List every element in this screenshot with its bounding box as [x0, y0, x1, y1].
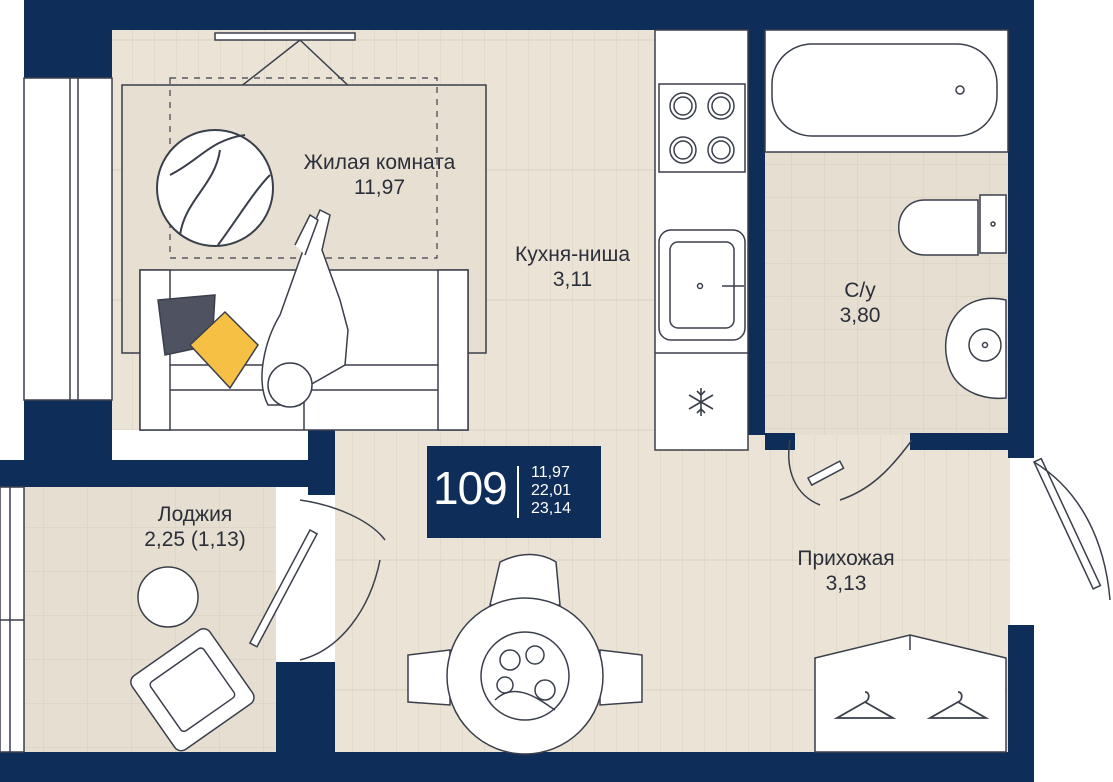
stove: [658, 83, 746, 173]
badge-areas: 11,97 22,01 23,14: [531, 464, 571, 518]
badge-total-area: 23,14: [531, 500, 572, 517]
badge-living-area: 11,97: [531, 464, 570, 481]
loggia-door: [248, 528, 319, 648]
kitchen-area: 3,11: [552, 268, 593, 291]
apartment-number: 109: [433, 462, 508, 514]
doors: [248, 439, 1111, 661]
hallway-label: Прихожая 3,13: [770, 546, 922, 596]
chair-top: [489, 553, 561, 606]
living-room-label: Жилая комната 11,97: [272, 150, 487, 200]
toilet-tank: [979, 194, 1007, 254]
kitchen-label: Кухня-ниша 3,11: [490, 242, 655, 292]
sofa: [139, 208, 469, 431]
living-window: [23, 77, 113, 401]
loggia-area: 2,25 (1,13): [144, 528, 246, 551]
apartment-badge: 109 11,97 22,01 23,14: [427, 446, 601, 538]
hallway-name: Прихожая: [797, 547, 895, 570]
loggia-table: [137, 566, 199, 628]
armchair: [130, 627, 255, 752]
hallway-area: 3,13: [825, 572, 867, 595]
walls: [0, 0, 1034, 782]
bathroom-name: С/у: [844, 279, 876, 302]
bathtub: [771, 43, 998, 137]
living-room-name: Жилая комната: [303, 151, 456, 174]
fruit-plate: [480, 631, 570, 721]
loggia-furniture: [130, 566, 255, 752]
wardrobe: [814, 634, 1007, 753]
pillow-yellow: [188, 310, 259, 390]
kitchen-name: Кухня-ниша: [514, 243, 631, 266]
loggia-label: Лоджия 2,25 (1,13): [120, 502, 270, 552]
toilet: [898, 199, 979, 256]
kitchen-counter: [654, 29, 749, 451]
hanger-icon: [833, 691, 897, 719]
entrance-door: [1033, 457, 1102, 590]
bathroom-area: 3,80: [839, 304, 881, 327]
chair-right: [599, 649, 643, 706]
badge-net-area: 22,01: [531, 482, 572, 499]
dining-set: [407, 553, 643, 755]
hanger-icon: [926, 691, 990, 719]
living-room-area: 11,97: [354, 176, 405, 199]
snowflake-icon: [688, 388, 714, 416]
badge-divider: [517, 466, 519, 518]
loggia-name: Лоджия: [157, 503, 233, 526]
bathroom-fixtures: [764, 29, 1009, 400]
bathroom-label: С/у 3,80: [810, 278, 910, 328]
coffee-table: [156, 129, 274, 247]
chair-left: [407, 649, 451, 706]
